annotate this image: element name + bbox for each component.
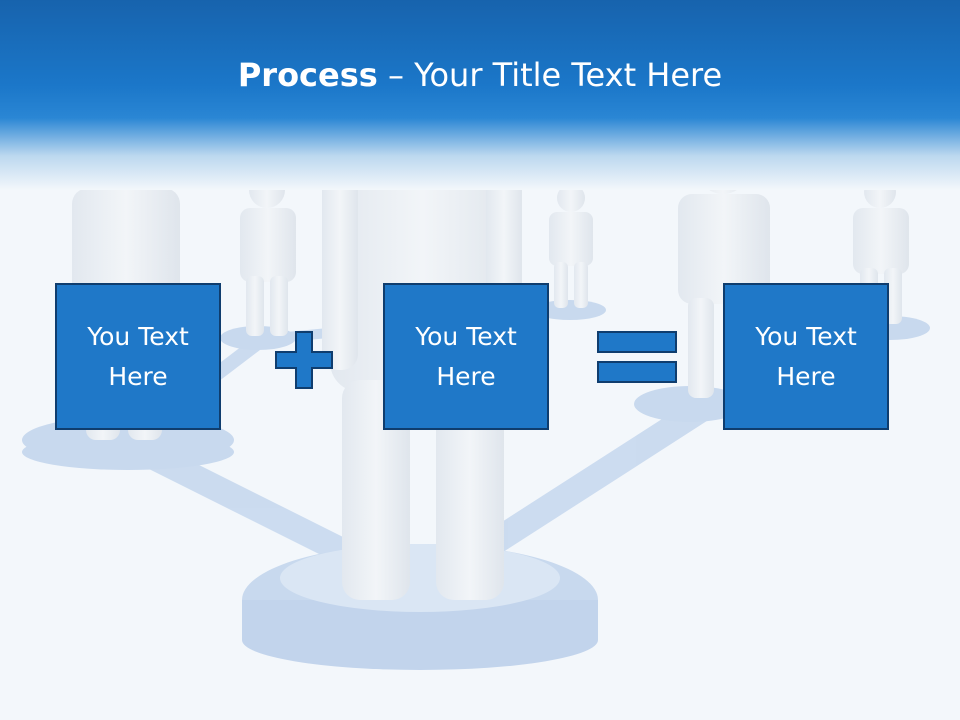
title-rest: – Your Title Text Here xyxy=(377,56,723,94)
title-bar xyxy=(0,0,960,190)
text-box-3-label: You Text Here xyxy=(755,321,857,391)
slide-title[interactable]: Process – Your Title Text Here xyxy=(0,54,960,96)
text-box-3[interactable]: You Text Here xyxy=(723,283,889,430)
text-box-2-label: You Text Here xyxy=(415,321,517,391)
text-box-2[interactable]: You Text Here xyxy=(383,283,549,430)
title-bold: Process xyxy=(237,56,378,94)
plus-icon xyxy=(275,331,333,389)
text-box-1[interactable]: You Text Here xyxy=(55,283,221,430)
equals-icon xyxy=(597,331,677,383)
text-box-1-label: You Text Here xyxy=(87,321,189,391)
